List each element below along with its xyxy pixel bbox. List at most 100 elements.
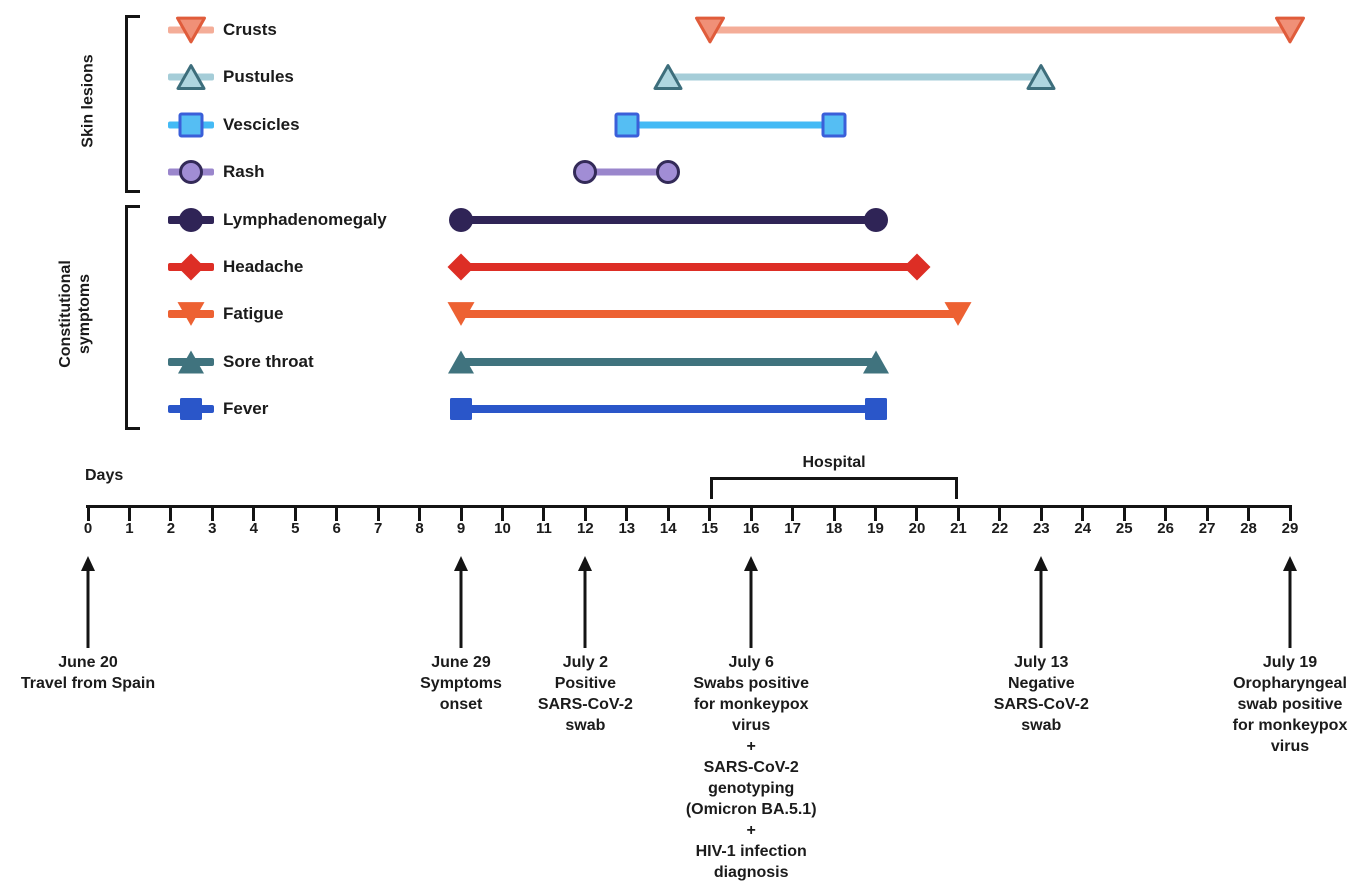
axis-tick-label: 16: [742, 520, 760, 537]
event-july-2-annotation-line: July 2: [562, 654, 609, 671]
row-label-fatigue: Fatigue: [223, 304, 284, 324]
event-june-29-annotation-line: onset: [439, 696, 483, 713]
axis-tick: [169, 505, 173, 521]
axis-tick: [956, 505, 960, 521]
rash-start-marker: [573, 160, 598, 185]
event-july-6-annotation-line: diagnosis: [713, 864, 789, 881]
axis-tick-label: 8: [415, 520, 424, 537]
timeline-bar-pustules: [668, 73, 1042, 81]
event-july-6-annotation-line: July 6: [728, 654, 774, 671]
event-july-19-arrow-head-icon: [1283, 556, 1297, 571]
vescicles-end-marker: [821, 112, 847, 138]
row-label-headache: Headache: [223, 257, 304, 276]
timeline-bar-sore-throat: [461, 357, 876, 366]
headache-start-marker: [447, 253, 475, 281]
lymphadenomegaly-end-marker: [863, 207, 888, 232]
axis-tick-label: 24: [1074, 520, 1092, 537]
axis-tick-label: 17: [784, 520, 801, 537]
axis-title: Days: [85, 467, 124, 484]
axis-tick: [459, 505, 463, 521]
fatigue-start-marker: [447, 302, 475, 327]
axis-tick-label: 20: [908, 520, 926, 537]
event-july-13-annotation-line: Negative: [1007, 675, 1075, 692]
axis-tick: [1122, 505, 1126, 521]
crusts-end-marker: [1275, 16, 1305, 44]
axis-tick-label: 12: [577, 520, 594, 537]
axis-tick: [1039, 505, 1043, 521]
event-july-6-annotation-line: SARS-CoV-2: [703, 759, 799, 776]
axis-tick-label: 25: [1115, 520, 1133, 537]
crusts-legend-marker-icon: [176, 16, 206, 44]
event-july-2-annotation-line: SARS-CoV-2: [537, 696, 633, 713]
event-july-19-annotation-line: Oropharyngeal: [1233, 675, 1347, 692]
event-june-20-arrow-line: [86, 569, 90, 648]
event-july-6-arrow-head-icon: [744, 556, 759, 571]
event-june-20-annotation-line: Travel from Spain: [20, 675, 156, 692]
event-june-29-annotation-line: Symptoms: [420, 675, 502, 692]
axis-tick-label: 10: [494, 520, 511, 537]
axis-tick: [293, 505, 297, 521]
group-label-skin-lesions: Skin lesions: [79, 54, 97, 148]
axis-tick: [542, 505, 546, 521]
axis-tick: [625, 505, 629, 521]
crusts-start-marker: [694, 16, 725, 44]
axis-tick: [791, 505, 795, 521]
event-july-13-arrow-head-icon: [1034, 556, 1049, 571]
axis-tick-label: 15: [701, 520, 719, 537]
axis-tick: [915, 505, 919, 521]
headache-legend-marker-icon: [177, 253, 205, 281]
rash-legend-marker-icon: [179, 160, 203, 185]
event-july-13-arrow-line: [1039, 569, 1043, 648]
axis-tick: [1288, 505, 1292, 521]
event-july-6-annotation-line: Swabs positive: [693, 675, 809, 692]
axis-tick: [418, 505, 422, 521]
axis-tick: [376, 505, 380, 521]
axis-tick-label: 6: [332, 520, 341, 537]
fatigue-end-marker: [944, 302, 972, 327]
event-june-29-arrow-head-icon: [454, 556, 469, 571]
timeline-bar-lymphadenomegaly: [461, 215, 876, 224]
event-july-2-arrow-head-icon: [578, 556, 593, 571]
event-july-2-annotation-line: Positive: [554, 675, 617, 692]
axis-tick-label: 29: [1281, 520, 1299, 537]
timeline-bar-fever: [461, 405, 876, 414]
pustules-end-marker: [1026, 64, 1056, 91]
event-july-19-annotation-line: virus: [1270, 738, 1310, 755]
axis-tick-label: 18: [825, 520, 843, 537]
fever-legend-marker-icon: [180, 398, 202, 421]
rash-end-marker: [656, 160, 681, 185]
row-label-crusts: Crusts: [223, 20, 277, 39]
axis-tick: [86, 505, 90, 521]
axis-tick-label: 0: [83, 520, 93, 537]
lymphadenomegaly-legend-marker-icon: [179, 207, 203, 232]
axis-tick-label: 5: [291, 520, 300, 537]
event-july-13-annotation-line: July 13: [1014, 654, 1069, 671]
axis-tick: [1247, 505, 1251, 521]
event-july-13-annotation-line: SARS-CoV-2: [993, 696, 1089, 713]
event-july-2-annotation-line: swab: [565, 717, 606, 734]
axis-tick-label: 27: [1198, 520, 1216, 537]
pustules-legend-marker-icon: [176, 64, 206, 91]
axis-tick: [127, 505, 131, 521]
event-july-6-annotation-line: genotyping: [708, 780, 795, 797]
event-july-19-annotation-line: swab positive: [1237, 696, 1343, 713]
axis-tick: [874, 505, 878, 521]
axis-tick-label: 7: [373, 520, 383, 537]
axis-tick: [210, 505, 214, 521]
sore-throat-end-marker: [862, 350, 889, 374]
hospital-bracket-left-leg: [709, 477, 713, 499]
event-june-20-arrow-head-icon: [81, 556, 95, 571]
sore-throat-start-marker: [448, 350, 475, 374]
axis-tick: [832, 505, 836, 521]
hospital-bracket-right-leg: [955, 477, 959, 499]
hospital-bracket-label: Hospital: [802, 454, 866, 471]
axis-tick-label: 19: [867, 520, 884, 537]
row-label-rash: Rash: [223, 162, 265, 182]
event-july-19-annotation-line: July 19: [1262, 654, 1318, 671]
axis-tick: [1205, 505, 1209, 521]
day-axis-line: [86, 505, 1292, 508]
